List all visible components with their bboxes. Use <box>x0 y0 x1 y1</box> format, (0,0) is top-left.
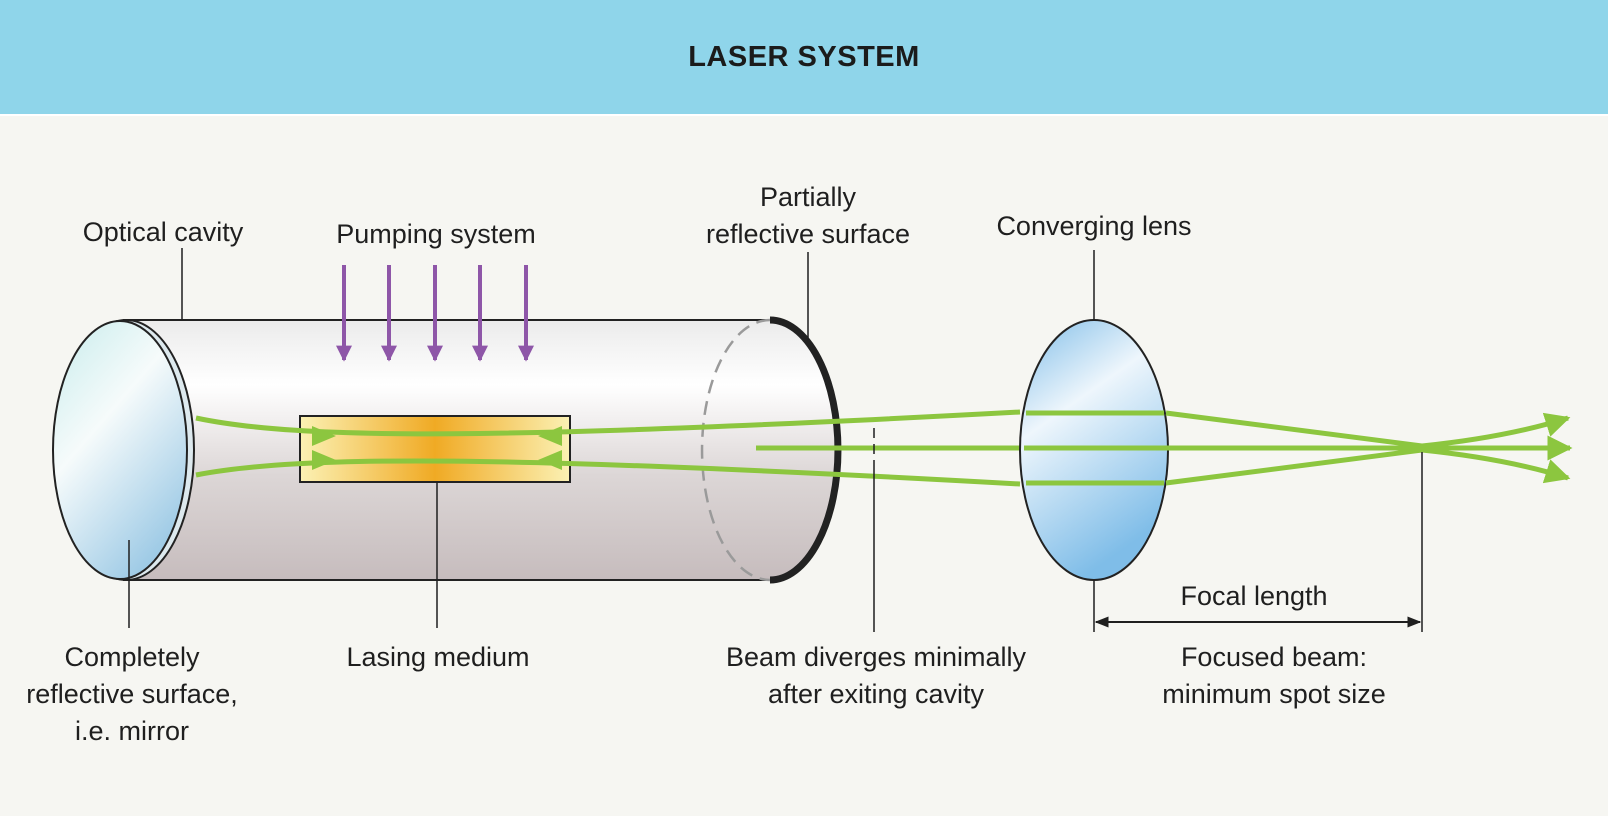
focused-beams <box>1165 410 1573 486</box>
focused-beam-label-line1: Focused beam: <box>1181 642 1367 672</box>
lasing-medium-label: Lasing medium <box>346 642 529 672</box>
mirror <box>52 319 195 581</box>
focal-length-label: Focal length <box>1180 581 1327 611</box>
beam-diverges-label-line1: Beam diverges minimally <box>726 642 1027 672</box>
optical-cavity-label: Optical cavity <box>83 217 244 247</box>
partially-reflective-surface <box>700 318 771 582</box>
converging-lens-label: Converging lens <box>996 211 1191 241</box>
leader-lines <box>128 248 1423 632</box>
pump-arrows <box>336 265 534 362</box>
partially-reflective-label-line2: reflective surface <box>706 219 910 249</box>
title-banner: LASER SYSTEM <box>0 0 1608 116</box>
partially-reflective-label-line1: Partially <box>760 182 857 212</box>
mirror-label-line1: Completely <box>64 642 200 672</box>
focused-beam-label-line2: minimum spot size <box>1162 679 1386 709</box>
lasing-medium <box>299 415 571 483</box>
figure-title: LASER SYSTEM <box>688 40 920 73</box>
mirror-label-line2: reflective surface, <box>26 679 238 709</box>
internal-beams <box>195 409 1021 487</box>
internal-arrowheads <box>312 426 562 470</box>
mirror-label-line3: i.e. mirror <box>75 716 189 746</box>
beam-diverges-label-line2: after exiting cavity <box>768 679 985 709</box>
lens-beams <box>1024 410 1166 486</box>
pumping-system-label: Pumping system <box>336 219 536 249</box>
